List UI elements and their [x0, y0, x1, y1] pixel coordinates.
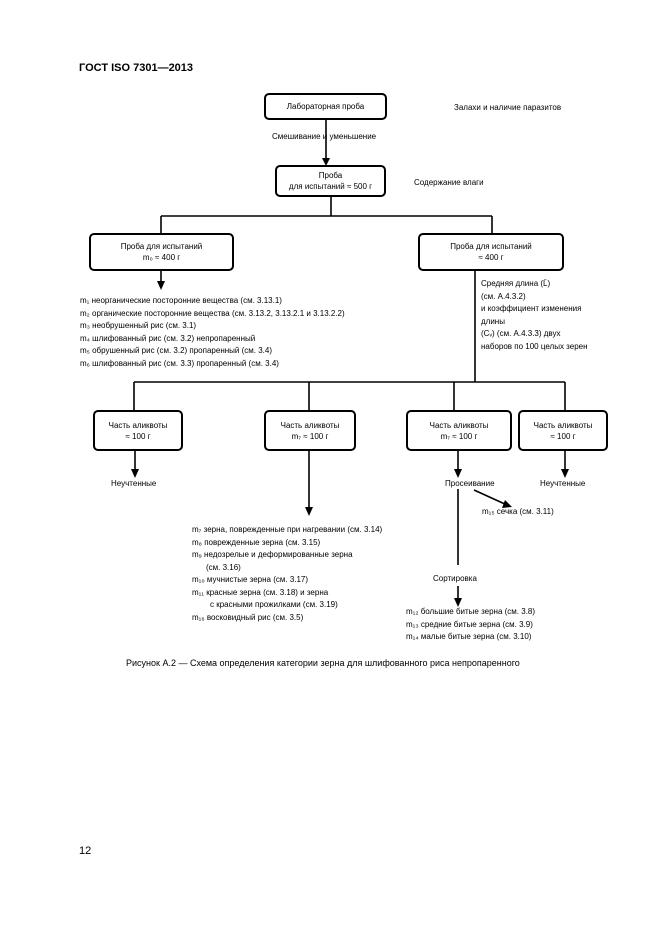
arrow-head — [157, 281, 165, 290]
arrow-head — [454, 598, 462, 607]
list-item: m₁₃ средние битые зерна (см. 3.9) — [406, 619, 533, 629]
right-length-note: Средняя длина (L̄) (см. А.4.3.2) и коэфф… — [481, 278, 588, 353]
aliquot-box-1: Часть аликвоты ≈ 100 г — [93, 410, 183, 451]
aliquot-2-line1: Часть аликвоты — [280, 420, 340, 430]
chips-label: m₁₅ сечка (см. 3.11) — [482, 507, 554, 516]
aliquot-1-line2: ≈ 100 г — [125, 431, 151, 441]
lab-sample-box: Лабораторная проба — [264, 93, 387, 120]
list-item: (см. 3.16) — [206, 562, 241, 572]
lab-sample-label: Лабораторная проба — [286, 102, 365, 111]
list-item: m₃ необрушенный рис (см. 3.1) — [80, 321, 197, 330]
right-box-line1: Проба для испытаний — [450, 242, 532, 251]
note-line: Средняя длина (L̄) — [481, 279, 551, 288]
arrow-head — [561, 469, 569, 478]
left-test-sample-box: Проба для испытаний m₀ ≈ 400 г — [89, 233, 234, 271]
list-item: m₅ обрушенный рис (см. 3.2) пропаренный … — [80, 346, 272, 355]
document-header: ГОСТ ISO 7301—2013 — [79, 62, 194, 74]
list-item: m₇ зерна, поврежденные при нагревании (с… — [192, 525, 383, 534]
note-line: и коэффициент изменения — [481, 304, 582, 313]
list-item: m₆ шлифованный рис (см. 3.3) пропаренный… — [80, 358, 279, 368]
sorting-label: Сортировка — [433, 574, 477, 583]
list-item: m₁₄ малые битые зерна (см. 3.10) — [406, 632, 532, 641]
list-item: m₄ шлифованный рис (см. 3.2) непропаренн… — [80, 333, 256, 343]
connector-line — [473, 489, 508, 506]
note-line: длины — [481, 316, 505, 326]
aliquot-3-line1: Часть аликвоты — [429, 420, 489, 430]
aliquot-4-line1: Часть аликвоты — [533, 420, 593, 430]
unaccounted-label-1: Неучтенные — [111, 479, 157, 488]
aliquot-box-3: Часть аликвоты m₇ ≈ 100 г — [406, 410, 512, 451]
left-box-line1: Проба для испытаний — [120, 242, 203, 251]
arrow-head — [322, 158, 330, 166]
right-test-sample-box: Проба для испытаний ≈ 400 г — [418, 233, 564, 271]
list-item: m₁₁ красные зерна (см. 3.18) и зерна — [192, 587, 329, 597]
moisture-note: Содержание влаги — [414, 178, 484, 187]
note-line: наборов по 100 целых зерен — [481, 341, 588, 351]
left-box-line2: m₀ ≈ 400 г — [142, 253, 181, 262]
test-sample-line2: для испытаний ≈ 500 г — [288, 182, 373, 191]
list-item: m₁₀ мучнистые зерна (см. 3.17) — [192, 575, 309, 584]
note-line: (см. А.4.3.2) — [481, 291, 526, 301]
list-item: m₉ недозрелые и деформированные зерна — [192, 550, 353, 559]
sieving-label: Просеивание — [445, 479, 495, 488]
list-item: с красными прожилками (см. 3.19) — [210, 600, 338, 609]
list-item: m₂ органические посторонние вещества (см… — [80, 308, 345, 318]
list-item: m₁₆ восковидный рис (см. 3.5) — [192, 612, 304, 622]
aliquot-1-line1: Часть аликвоты — [108, 420, 168, 430]
broken-grains-list: m₁₂ большие битые зерна (см. 3.8) m₁₃ ср… — [406, 606, 535, 644]
aliquot-4-line2: ≈ 100 г — [550, 431, 576, 441]
arrow-head — [305, 507, 313, 516]
right-box-line2: ≈ 400 г — [478, 253, 504, 262]
left-fractions-list: m₁ неорганические посторонние вещества (… — [80, 295, 345, 370]
middle-fractions-list: m₇ зерна, поврежденные при нагревании (с… — [192, 524, 382, 624]
aliquot-box-4: Часть аликвоты ≈ 100 г — [518, 410, 608, 451]
aliquot-box-2: Часть аликвоты m₇ ≈ 100 г — [264, 410, 356, 451]
page-number: 12 — [79, 845, 92, 857]
aliquot-3-line2: m₇ ≈ 100 г — [440, 431, 478, 441]
aliquot-2-line2: m₇ ≈ 100 г — [291, 431, 329, 441]
figure-caption: Рисунок А.2 — Схема определения категори… — [126, 658, 520, 668]
pests-note: Залахи и наличие паразитов — [454, 103, 562, 112]
test-sample-box: Проба для испытаний ≈ 500 г — [275, 165, 386, 197]
mixing-label: Смешивание и уменьшение — [272, 132, 377, 141]
list-item: m₁₂ большие битые зерна (см. 3.8) — [406, 607, 536, 616]
test-sample-line1: Проба — [318, 171, 343, 180]
note-line: (Cᵥ) (см. А.4.3.3) двух — [481, 329, 561, 338]
list-item: m₁ неорганические посторонние вещества (… — [80, 296, 282, 305]
list-item: m₈ поврежденные зерна (см. 3.15) — [192, 537, 321, 547]
arrow-head — [502, 500, 512, 508]
arrow-head — [454, 469, 462, 478]
unaccounted-label-2: Неучтенные — [540, 479, 586, 488]
arrow-head — [131, 469, 139, 478]
